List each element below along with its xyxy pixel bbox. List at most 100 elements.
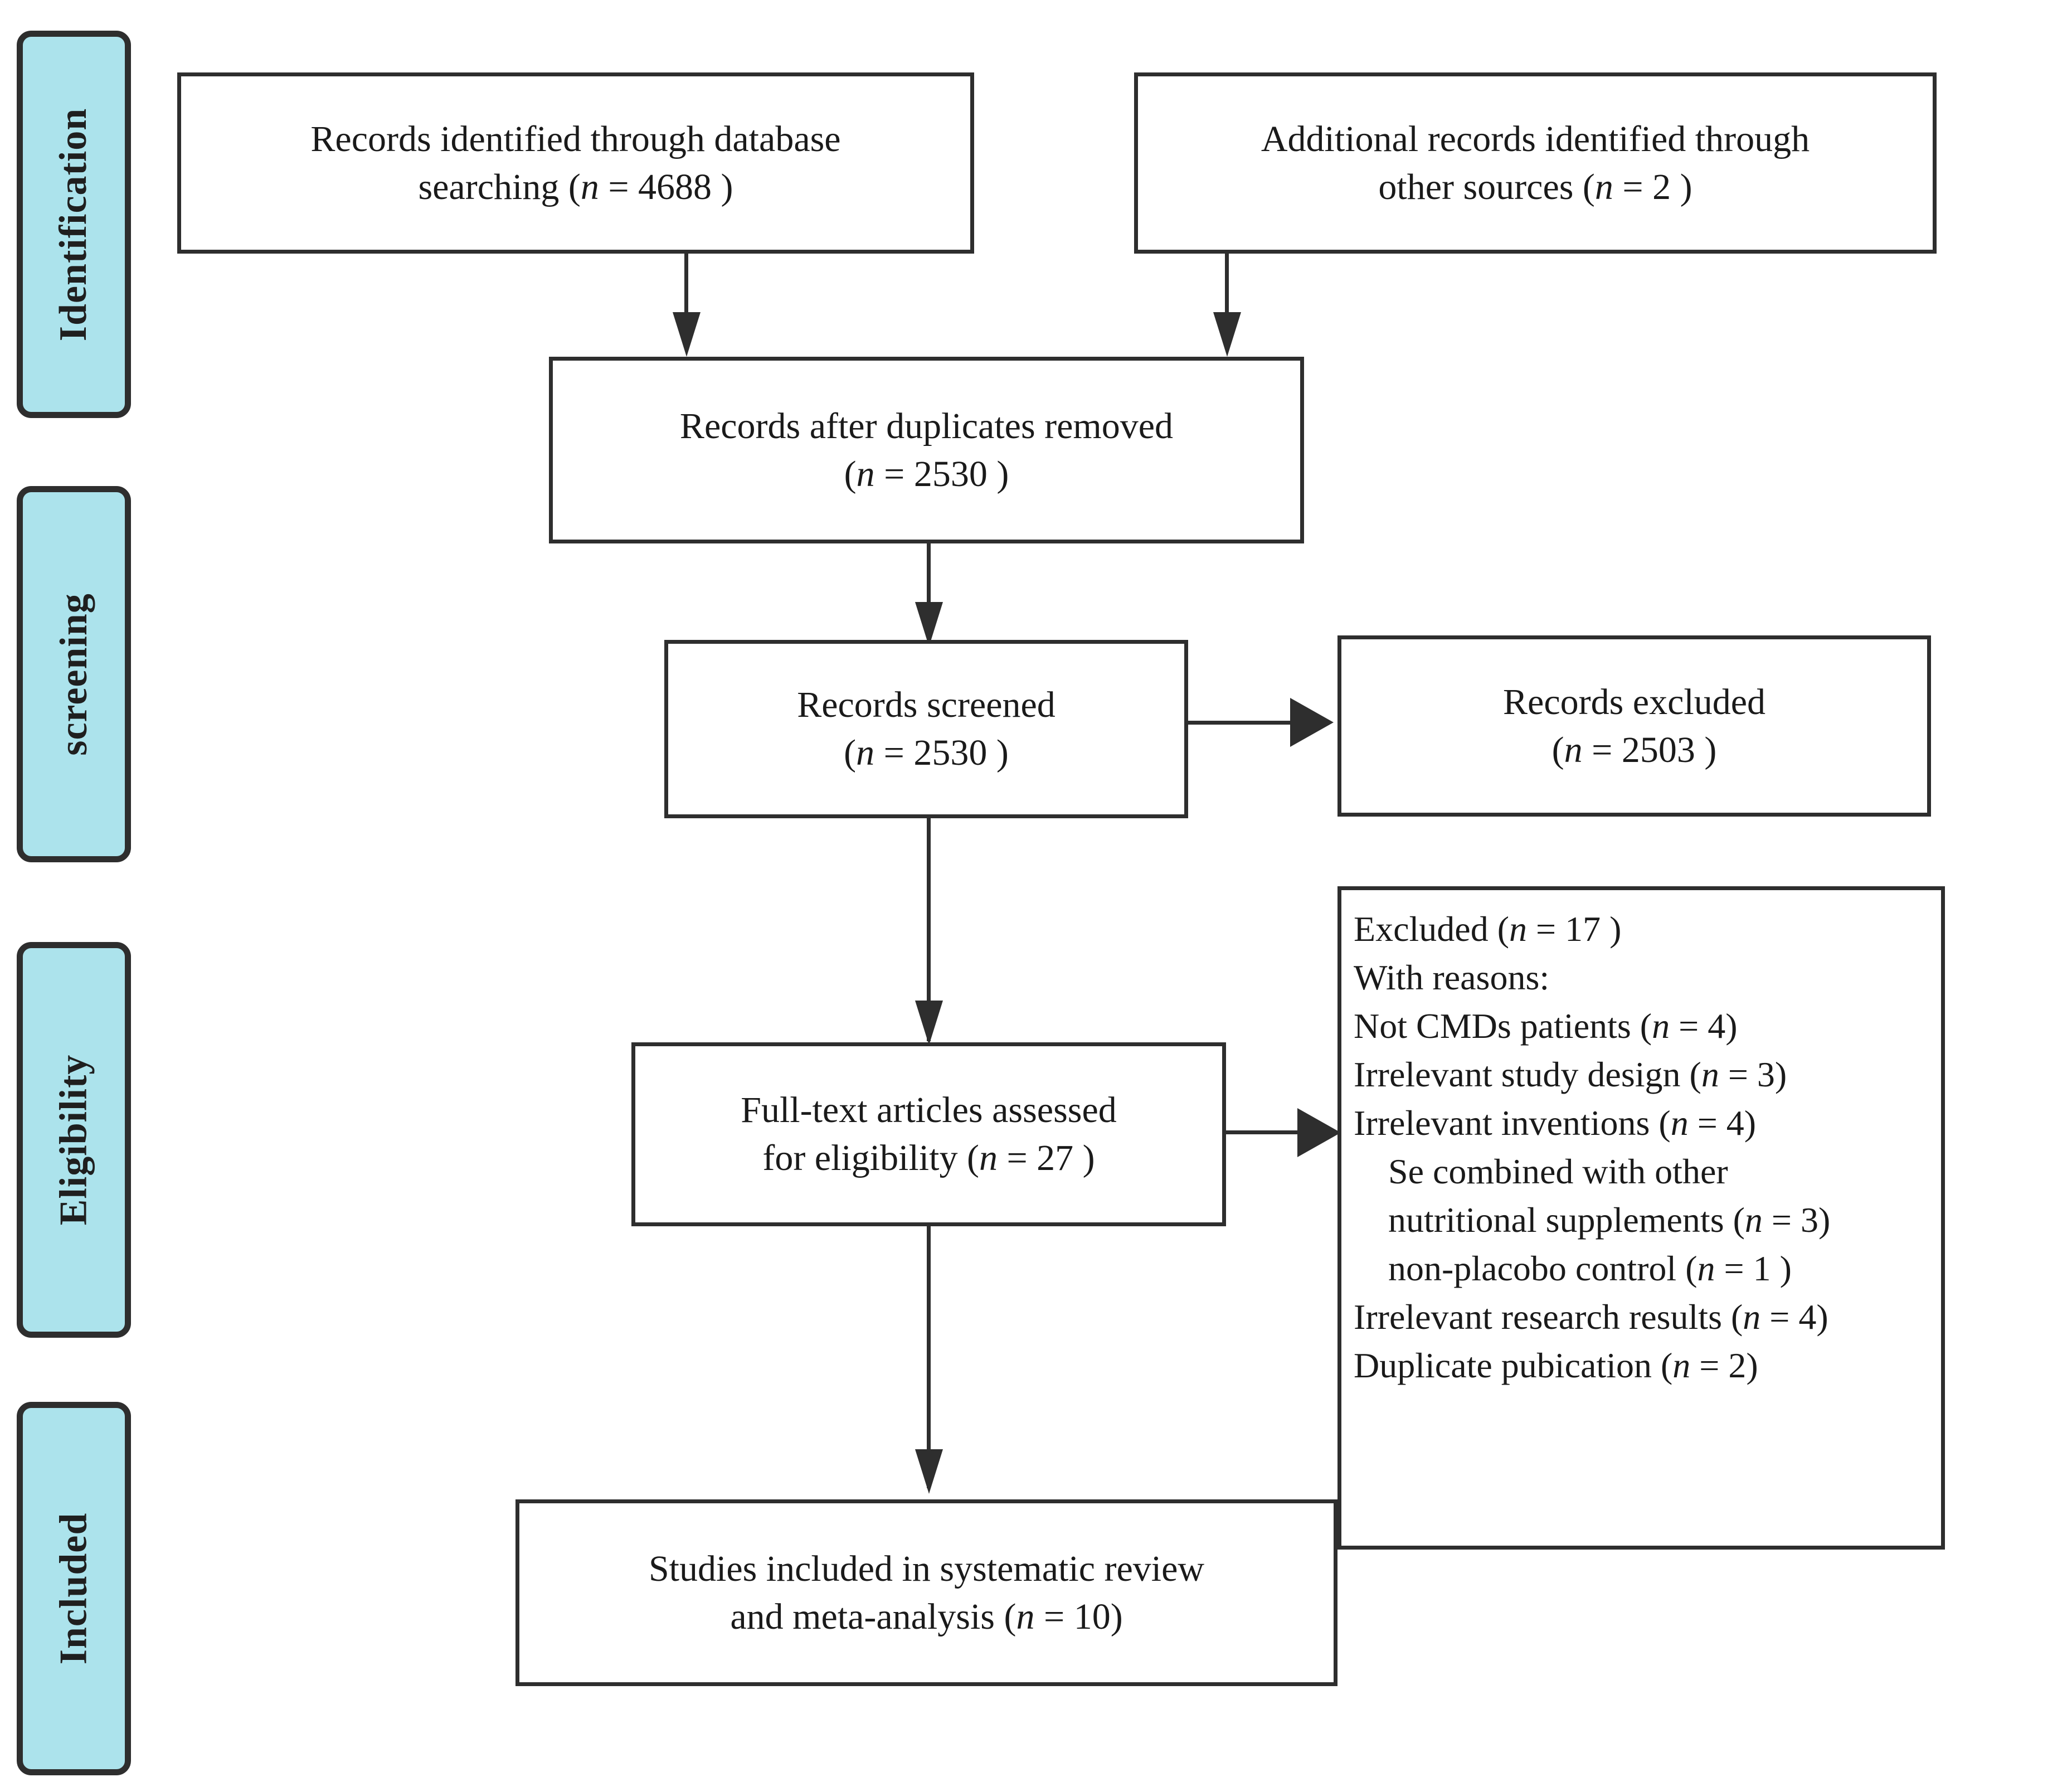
excluded-n-symbol: n xyxy=(1564,729,1583,770)
other-line2-suffix: = 2 ) xyxy=(1613,166,1692,207)
db-n-symbol: n xyxy=(580,166,599,207)
box-additional-records-other-sources-text: Additional records identified through ot… xyxy=(1261,115,1810,211)
screened-line2-prefix: ( xyxy=(844,732,857,773)
connector-dedup-to-screened-line xyxy=(927,543,931,605)
reason-item-7-n-symbol: n xyxy=(1672,1346,1691,1386)
phase-label-screening: screening xyxy=(17,486,131,862)
reason-item-6-label: Irrelevant research results ( xyxy=(1354,1297,1743,1337)
excluded-line1: Records excluded xyxy=(1503,681,1765,722)
dedup-line2-suffix: = 2530 ) xyxy=(874,453,1009,494)
other-n-symbol: n xyxy=(1594,166,1613,207)
box-records-after-duplicates-removed: Records after duplicates removed (n = 25… xyxy=(549,357,1304,543)
reason-item-6-n-symbol: n xyxy=(1743,1297,1761,1337)
reasons-header-prefix: Excluded ( xyxy=(1354,909,1509,949)
reason-item-4: nutritional supplements (n = 3) xyxy=(1354,1196,1830,1244)
reason-item-0-n-symbol: n xyxy=(1652,1006,1670,1046)
reason-item-1: Irrelevant study design (n = 3) xyxy=(1354,1055,1787,1094)
reason-item-2-label: Irrelevant inventions ( xyxy=(1354,1103,1671,1143)
connector-fulltext-to-included-arrowhead xyxy=(915,1449,943,1494)
phase-label-identification: Identification xyxy=(17,31,131,418)
other-line2-prefix: other sources ( xyxy=(1378,166,1595,207)
reason-item-2-n-symbol: n xyxy=(1670,1103,1689,1143)
box-records-identified-database-text: Records identified through database sear… xyxy=(310,115,840,211)
box-excluded-with-reasons: Excluded (n = 17 ) With reasons: Not CMD… xyxy=(1337,886,1945,1550)
fulltext-line2-prefix: for eligibility ( xyxy=(762,1138,979,1178)
connector-other-to-dedup-line xyxy=(1225,254,1229,315)
dedup-line1: Records after duplicates removed xyxy=(679,405,1174,446)
db-line2-suffix: = 4688 ) xyxy=(599,166,733,207)
connector-fulltext-to-reasons-line xyxy=(1226,1130,1324,1134)
box-records-identified-database: Records identified through database sear… xyxy=(177,72,974,254)
box-additional-records-other-sources: Additional records identified through ot… xyxy=(1134,72,1937,254)
box-fulltext-articles-assessed-text: Full-text articles assessed for eligibil… xyxy=(741,1086,1117,1182)
reason-item-6-suffix: = 4) xyxy=(1760,1297,1828,1337)
dedup-n-symbol: n xyxy=(856,453,875,494)
phase-label-included: Included xyxy=(17,1402,131,1775)
box-records-after-duplicates-removed-text: Records after duplicates removed (n = 25… xyxy=(680,402,1173,498)
reason-item-5-n-symbol: n xyxy=(1697,1249,1715,1289)
connector-screened-to-excluded-line xyxy=(1188,721,1294,725)
screened-line2-suffix: = 2530 ) xyxy=(874,732,1009,773)
phase-label-identification-text: Identification xyxy=(52,108,95,341)
reason-item-7-label: Duplicate pubication ( xyxy=(1354,1346,1673,1386)
connector-fulltext-to-included-line xyxy=(927,1226,931,1488)
box-records-screened-text: Records screened (n = 2530 ) xyxy=(797,681,1056,777)
connector-screened-to-excluded-arrowhead xyxy=(1290,698,1334,747)
reason-item-0-suffix: = 4) xyxy=(1670,1006,1738,1046)
included-n-symbol: n xyxy=(1016,1596,1035,1637)
box-records-screened: Records screened (n = 2530 ) xyxy=(664,640,1188,818)
db-line1: Records identified through database xyxy=(310,118,841,159)
included-line1: Studies included in systematic review xyxy=(648,1548,1205,1589)
connector-fulltext-to-reasons-arrowhead xyxy=(1297,1108,1341,1157)
connector-dedup-to-screened-arrowhead xyxy=(915,602,943,647)
fulltext-n-symbol: n xyxy=(979,1138,998,1178)
reason-item-4-label: nutritional supplements ( xyxy=(1388,1200,1745,1240)
screened-line1: Records screened xyxy=(797,684,1056,726)
reason-item-0-label: Not CMDs patients ( xyxy=(1354,1006,1652,1046)
reason-item-3: Se combined with other xyxy=(1354,1147,1830,1196)
other-line1: Additional records identified through xyxy=(1261,118,1810,159)
reason-item-2: Irrelevant inventions (n = 4) xyxy=(1354,1103,1756,1143)
reason-item-2-suffix: = 4) xyxy=(1688,1103,1757,1143)
box-studies-included: Studies included in systematic review an… xyxy=(515,1499,1337,1686)
reason-item-5-label: non-placobo control ( xyxy=(1388,1249,1698,1289)
reason-item-6: Irrelevant research results (n = 4) xyxy=(1354,1297,1828,1337)
reason-item-5: non-placobo control (n = 1 ) xyxy=(1354,1244,1830,1293)
screened-n-symbol: n xyxy=(856,732,875,773)
connector-screened-to-fulltext-arrowhead xyxy=(915,1001,943,1045)
dedup-line2-prefix: ( xyxy=(844,453,857,494)
reason-item-1-suffix: = 3) xyxy=(1719,1055,1787,1095)
included-line2-suffix: = 10) xyxy=(1034,1596,1123,1637)
reason-item-7-suffix: = 2) xyxy=(1690,1346,1758,1386)
reason-item-7: Duplicate pubication (n = 2) xyxy=(1354,1346,1758,1385)
fulltext-line2-suffix: = 27 ) xyxy=(997,1138,1095,1178)
box-records-excluded-text: Records excluded (n = 2503 ) xyxy=(1503,678,1765,774)
box-studies-included-text: Studies included in systematic review an… xyxy=(649,1545,1204,1641)
reasons-subheader: With reasons: xyxy=(1354,958,1550,998)
phase-label-eligibility: Eligibility xyxy=(17,942,131,1338)
reason-item-5-suffix: = 1 ) xyxy=(1715,1249,1792,1289)
included-line2-prefix: and meta-analysis ( xyxy=(730,1596,1016,1637)
box-records-excluded: Records excluded (n = 2503 ) xyxy=(1337,635,1931,817)
phase-label-screening-text: screening xyxy=(52,593,95,756)
excluded-line2-prefix: ( xyxy=(1551,729,1564,770)
reasons-header-suffix: = 17 ) xyxy=(1527,909,1622,949)
reason-item-0: Not CMDs patients (n = 4) xyxy=(1354,1006,1738,1046)
excluded-line2-suffix: = 2503 ) xyxy=(1582,729,1717,770)
connector-db-to-dedup-arrowhead xyxy=(673,312,701,357)
db-line2-prefix: searching ( xyxy=(418,166,581,207)
connector-other-to-dedup-arrowhead xyxy=(1213,312,1241,357)
fulltext-line1: Full-text articles assessed xyxy=(741,1090,1117,1131)
connector-screened-to-fulltext-line xyxy=(927,818,931,1041)
reason-item-1-n-symbol: n xyxy=(1701,1055,1719,1095)
connector-db-to-dedup-line xyxy=(684,254,688,315)
reason-item-1-label: Irrelevant study design ( xyxy=(1354,1055,1701,1095)
box-excluded-with-reasons-text: Excluded (n = 17 ) With reasons: Not CMD… xyxy=(1354,905,1830,1390)
reason-item-4-suffix: = 3) xyxy=(1762,1200,1831,1240)
box-fulltext-articles-assessed: Full-text articles assessed for eligibil… xyxy=(631,1042,1226,1226)
reasons-header-n-symbol: n xyxy=(1509,909,1527,949)
reason-item-4-n-symbol: n xyxy=(1744,1200,1763,1240)
phase-label-eligibility-text: Eligibility xyxy=(52,1054,95,1226)
reason-item-3-label: Se combined with other xyxy=(1388,1152,1728,1192)
